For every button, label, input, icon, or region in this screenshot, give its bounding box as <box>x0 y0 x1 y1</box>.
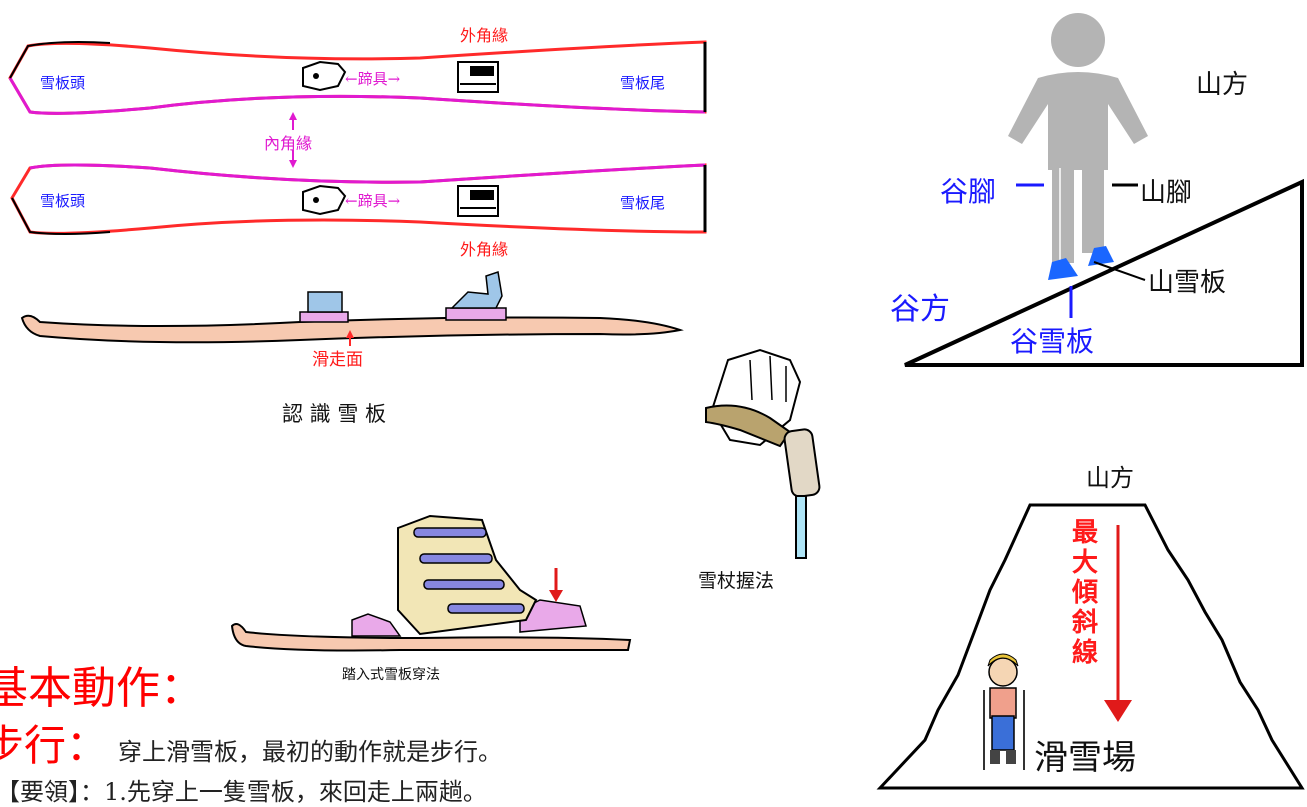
label-binding-bottom: ←蹄具→ <box>345 192 401 210</box>
label-binding-top: ←蹄具→ <box>345 70 401 88</box>
label-fall-line: 最大傾斜線 <box>1072 518 1099 668</box>
slope-figure-icon <box>904 13 1304 367</box>
walk-description: 穿上滑雪板，最初的動作就是步行。 <box>118 738 502 766</box>
label-valley-ski: 谷雪板 <box>1010 325 1095 358</box>
section-heading: 基本動作： <box>0 663 204 714</box>
label-ski-tail-top: 雪板尾 <box>620 74 666 92</box>
ski-boot-icon <box>230 514 632 652</box>
skier-icon <box>983 653 1025 770</box>
walk-title: 步行： <box>0 721 109 770</box>
label-ski-tail-bottom: 雪板尾 <box>620 194 666 212</box>
label-valley-foot: 谷腳 <box>940 175 997 208</box>
pole-grip-caption: 雪杖握法 <box>698 570 775 592</box>
label-ski-resort: 滑雪場 <box>1034 738 1136 778</box>
label-valley-side: 谷方 <box>890 292 950 327</box>
mountain-slope-icon <box>876 503 1305 790</box>
label-uphill-top: 山方 <box>1196 70 1249 100</box>
label-uphill-foot: 山腳 <box>1140 178 1193 208</box>
label-ski-tip-top: 雪板頭 <box>40 74 86 92</box>
glove-pole-grip-icon <box>705 348 821 559</box>
binding-front-icon <box>302 184 347 216</box>
boot-caption: 踏入式雪板穿法 <box>342 667 440 683</box>
label-uphill-ski: 山雪板 <box>1148 268 1227 298</box>
binding-rear-icon <box>457 61 499 93</box>
label-ski-base: 滑走面 <box>312 350 363 370</box>
label-outer-edge-top: 外角緣 <box>460 26 509 45</box>
ski-bottom-icon <box>10 163 707 235</box>
label-mountain-uphill: 山方 <box>1086 464 1134 492</box>
ski-side-view-icon <box>20 271 684 344</box>
ski-diagram-caption: 認 識 雪 板 <box>282 402 387 426</box>
label-outer-edge-bottom: 外角緣 <box>460 240 509 259</box>
binding-front-icon <box>302 60 347 92</box>
tip-line: 【要領】：1.先穿上一隻雪板，來回走上兩趟。 <box>0 778 487 806</box>
label-ski-tip-bottom: 雪板頭 <box>40 192 86 210</box>
binding-rear-icon <box>457 185 499 217</box>
label-inner-edge: 內角緣 <box>264 134 313 153</box>
ski-top-icon <box>8 40 707 115</box>
